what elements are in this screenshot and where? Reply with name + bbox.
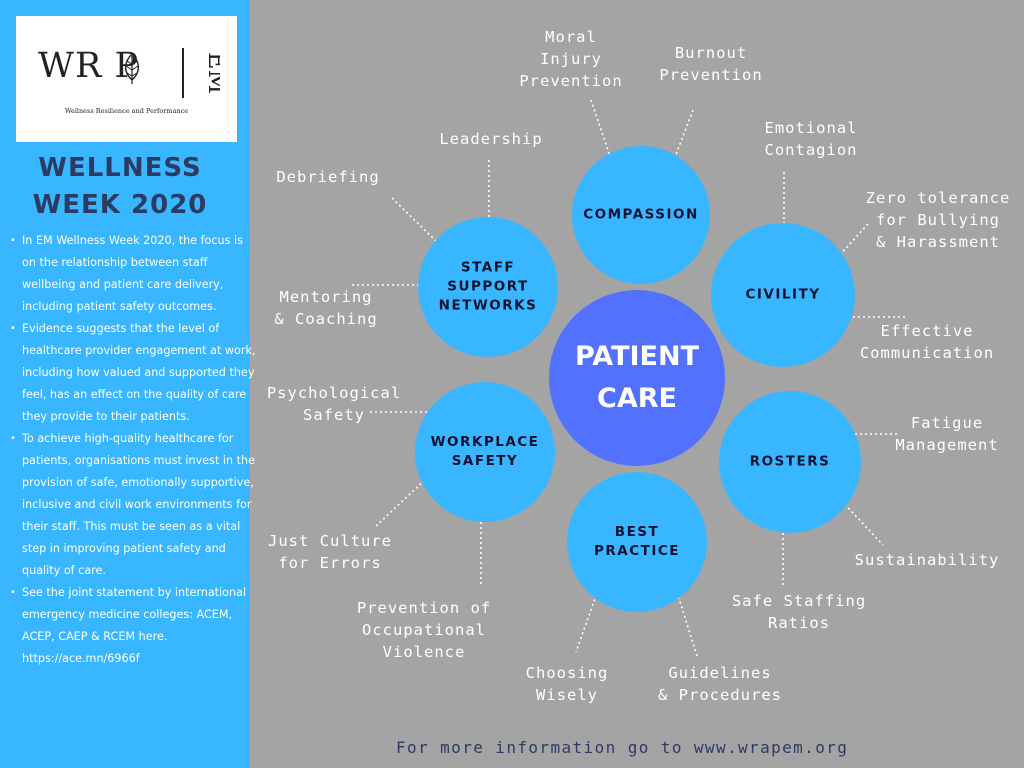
bullet-list: In EM Wellness Week 2020, the focus is o… — [6, 230, 260, 670]
factor-label: Debriefing — [276, 168, 380, 186]
connector-line — [590, 99, 614, 166]
factor-label: Emotional Contagion — [764, 119, 858, 159]
factor-label: Prevention of Occupational Violence — [356, 599, 492, 661]
category-label: STAFF SUPPORT NETWORKS — [438, 259, 538, 314]
factor-label: Burnout Prevention — [659, 44, 763, 84]
sidebar: WR P EM Wellness Resilience and Performa… — [0, 0, 256, 768]
logo-divider — [182, 48, 184, 98]
factor-label: Sustainability — [854, 551, 1000, 569]
center-label: PATIENT CARE — [574, 341, 700, 414]
logo-em: EM — [203, 52, 220, 94]
category-label: BEST PRACTICE — [593, 524, 681, 559]
category-circle — [572, 146, 710, 284]
logo-wordmark: WR P — [38, 46, 140, 86]
connector-line — [575, 589, 599, 653]
factor-label: Zero tolerance for Bullying & Harassment — [865, 189, 1011, 251]
connector-line — [375, 476, 429, 527]
factor-label: Choosing Wisely — [525, 664, 609, 704]
bullet-item: See the joint statement by international… — [10, 582, 260, 670]
factor-label: Leadership — [439, 130, 543, 148]
factor-label: Safe Staffing Ratios — [731, 592, 867, 632]
leaf-icon — [124, 53, 140, 84]
bullet-item: In EM Wellness Week 2020, the focus is o… — [10, 230, 260, 318]
category-label: CIVILITY — [745, 286, 821, 303]
sidebar-title-line: WEEK 2020 — [32, 190, 208, 220]
bullet-item: Evidence suggests that the level of heal… — [10, 318, 260, 428]
factor-label: Mentoring & Coaching — [274, 288, 378, 328]
svg-text:EM: EM — [203, 52, 220, 94]
bullet-item: To achieve high-quality healthcare for p… — [10, 428, 260, 582]
category-circle — [418, 217, 558, 357]
category-circle — [719, 391, 861, 533]
circles — [415, 146, 861, 612]
factor-label: Fatigue Management — [895, 414, 999, 454]
category-circle — [711, 223, 855, 367]
factor-label: Effective Communication — [859, 322, 995, 362]
factor-label: Guidelines & Procedures — [658, 664, 782, 704]
factor-label: Psychological Safety — [266, 384, 402, 424]
logo-tagline: Wellness Resilience and Performance — [64, 107, 189, 115]
factor-label: Moral Injury Prevention — [519, 28, 623, 90]
category-label: ROSTERS — [749, 453, 831, 470]
logo: WR P EM Wellness Resilience and Performa… — [16, 16, 237, 142]
connector-line — [676, 591, 698, 657]
connector-line — [391, 197, 441, 246]
footer-text: For more information go to www.wrapem.or… — [396, 738, 849, 757]
category-label: WORKPLACE SAFETY — [430, 434, 540, 469]
category-circle — [415, 382, 555, 522]
center-circle — [549, 290, 725, 466]
factor-label: Just Culture for Errors — [268, 532, 392, 572]
sidebar-title: WELLNESS WEEK 2020 — [0, 150, 240, 224]
category-label: COMPASSION — [583, 206, 699, 223]
sidebar-title-line: WELLNESS — [38, 153, 202, 183]
category-circle — [567, 472, 707, 612]
